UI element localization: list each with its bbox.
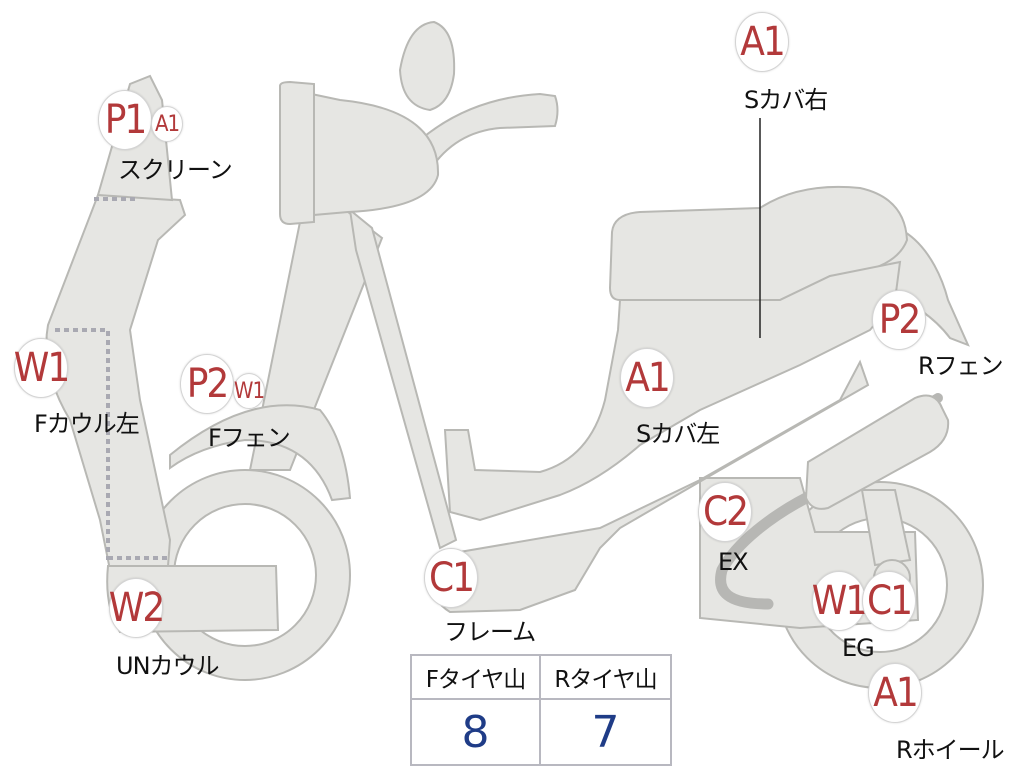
label-exhaust: EX — [718, 548, 749, 576]
grade-badge-side-cover-left: A1 — [620, 348, 674, 408]
tire-table-header-rear: Rタイヤ山 — [541, 656, 670, 700]
tire-tread-table: Fタイヤ山 Rタイヤ山 8 7 — [410, 654, 672, 766]
grade-badge-front-fender-secondary: W1 — [233, 373, 265, 409]
headlight — [279, 80, 315, 226]
grade-badge-screen: P1 — [98, 90, 152, 150]
label-side-cover-right: Sカバ右 — [744, 86, 828, 114]
fork-tube — [348, 207, 458, 550]
label-screen: スクリーン — [118, 156, 233, 184]
grade-badge-rear-fender: P2 — [872, 290, 926, 350]
exhaust-pipe — [715, 486, 824, 610]
grade-badge-frame: C1 — [424, 548, 478, 608]
rear-shock — [860, 489, 912, 567]
label-under-cowl: UNカウル — [116, 652, 220, 680]
grade-badge-side-cover-right: A1 — [735, 12, 789, 72]
grade-badge-front-fender: P2 — [180, 354, 234, 414]
label-front-fender: Fフェン — [208, 424, 291, 452]
label-side-cover-left: Sカバ左 — [636, 420, 720, 448]
side-cover — [443, 260, 902, 522]
headlight-housing — [301, 90, 440, 218]
grade-badge-front-cowl: W1 — [14, 338, 70, 398]
grade-badge-exhaust: C2 — [698, 482, 752, 542]
label-engine: EG — [842, 634, 875, 662]
grade-badge-screen-secondary: A1 — [151, 106, 183, 142]
grade-badge-engine-c: C1 — [862, 571, 916, 631]
label-front-cowl-left: Fカウル左 — [34, 410, 140, 438]
tire-table-value-front: 8 — [412, 700, 541, 764]
front-fender-part — [169, 404, 352, 502]
grade-badge-rear-wheel: A1 — [868, 663, 922, 723]
tire-table-header-front: Fタイヤ山 — [412, 656, 541, 700]
label-rear-wheel: Rホイール — [896, 736, 1005, 764]
shock-absorber — [804, 394, 950, 510]
tire-table-value-rear: 7 — [591, 706, 620, 758]
handlebar — [418, 92, 559, 173]
grade-badge-engine-w: W1 — [812, 571, 868, 631]
label-frame: フレーム — [444, 618, 536, 646]
label-rear-fender: Rフェン — [918, 352, 1004, 380]
mirror — [398, 20, 456, 112]
grade-badge-under-cowl: W2 — [109, 578, 165, 638]
